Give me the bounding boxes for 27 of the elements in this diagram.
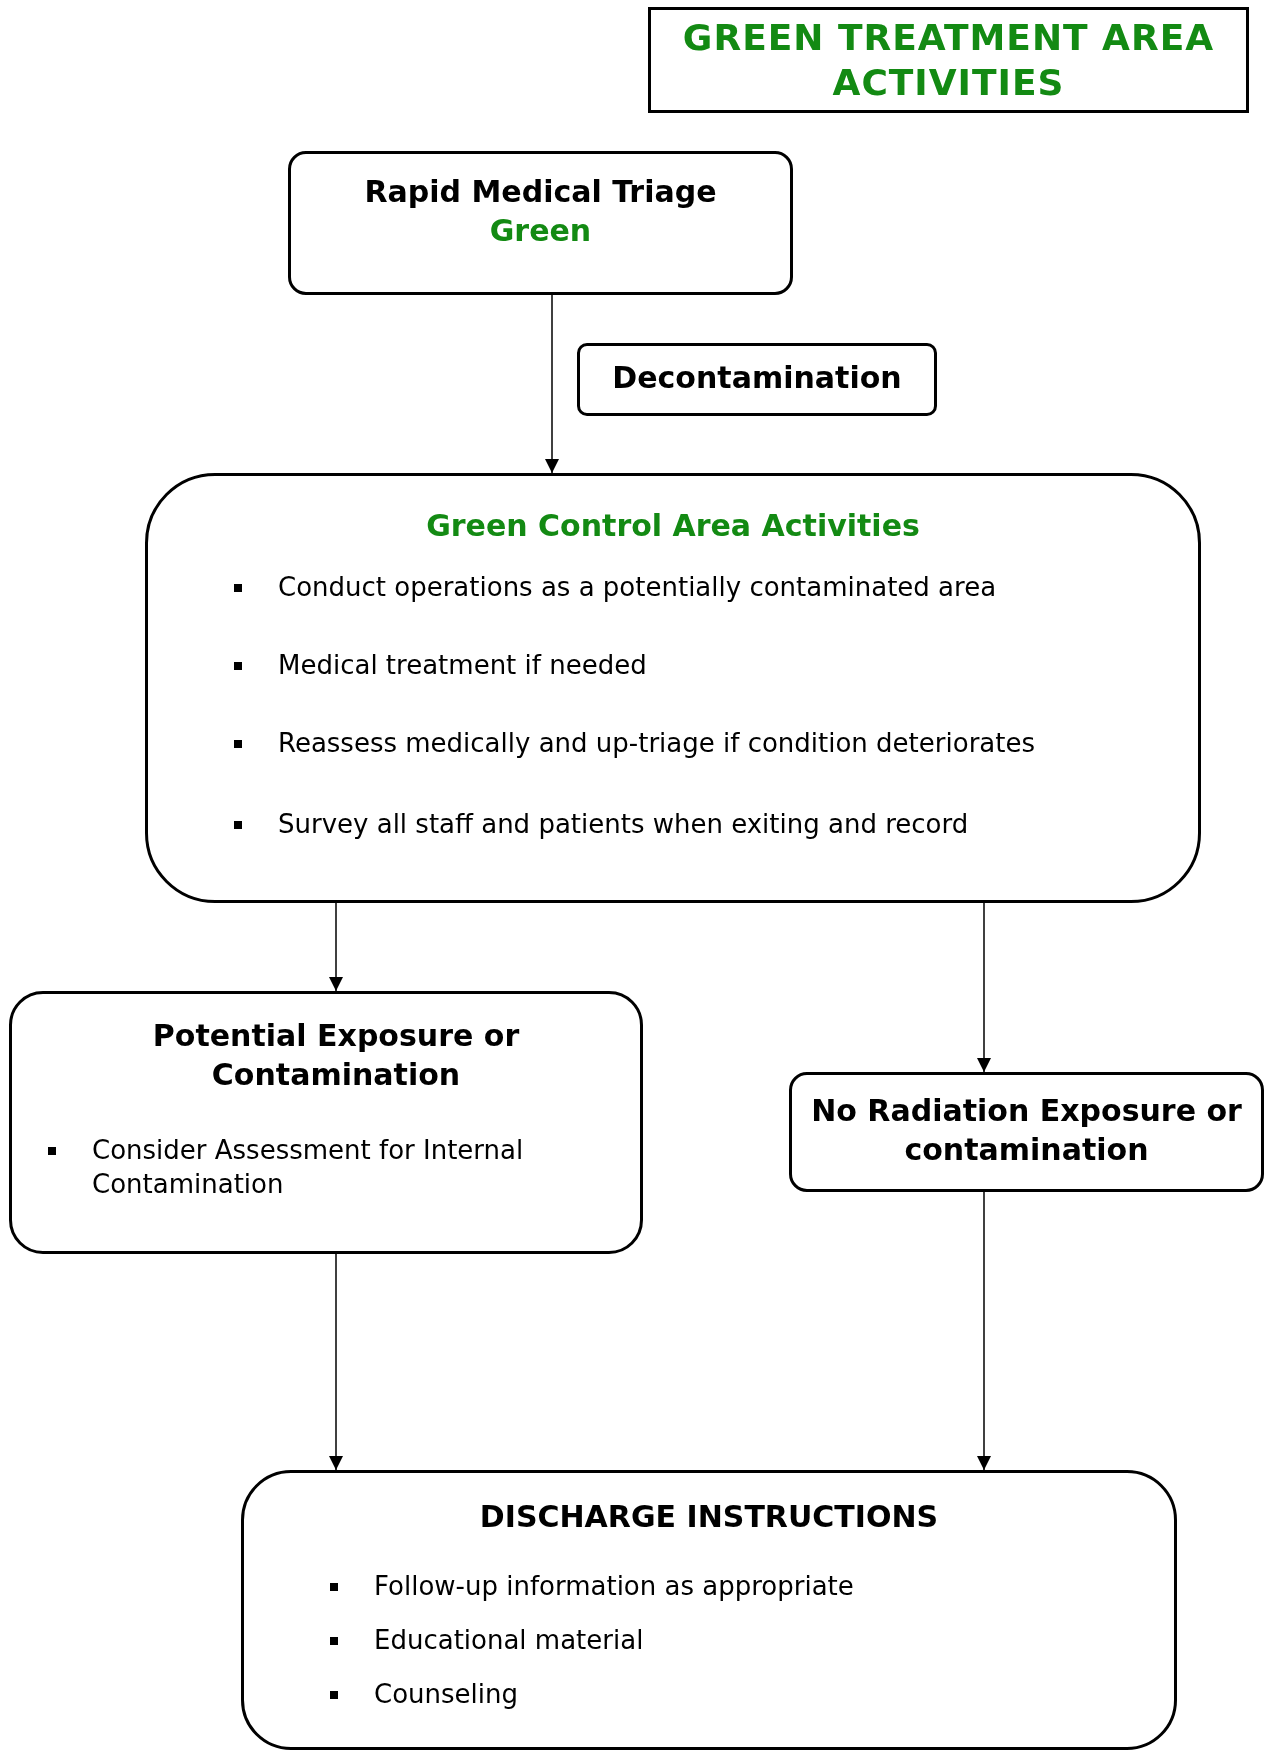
arrow (545, 294, 559, 474)
bullet-item: Conduct operations as a potentially contaminated area (228, 571, 1188, 605)
process-box (9, 991, 643, 1254)
box-heading: Potential Exposure or Contamination (151, 1017, 521, 1094)
box-subheading: Green (488, 212, 593, 250)
bullet-item: Educational material (324, 1623, 1164, 1658)
process-box (241, 1470, 1177, 1750)
box-heading: Green Control Area Activities (425, 507, 921, 545)
process-box (288, 151, 793, 295)
bullet-item: Counseling (324, 1677, 1164, 1712)
process-box (789, 1072, 1264, 1192)
arrow (977, 1191, 991, 1471)
bullet-item: Reassess medically and up-triage if condition deteriorates (228, 726, 1188, 761)
bullet-item: Survey all staff and patients when exiting and record (228, 808, 1188, 843)
box-heading: No Radiation Exposure or contamination (810, 1092, 1243, 1169)
box-heading: Decontamination (611, 359, 903, 397)
arrow (329, 902, 343, 992)
process-box (577, 343, 937, 416)
title-box: GREEN TREATMENT AREA ACTIVITIES (648, 7, 1249, 113)
bullet-item: Medical treatment if needed (228, 648, 1188, 683)
arrow (977, 902, 991, 1073)
box-heading: DISCHARGE INSTRUCTIONS (478, 1498, 940, 1536)
process-box (145, 473, 1201, 903)
bullet-item: Consider Assessment for Internal Contamination (42, 1134, 630, 1202)
box-heading: Rapid Medical Triage (363, 173, 718, 211)
bullet-item: Follow-up information as appropriate (324, 1570, 1164, 1604)
arrow (329, 1253, 343, 1471)
